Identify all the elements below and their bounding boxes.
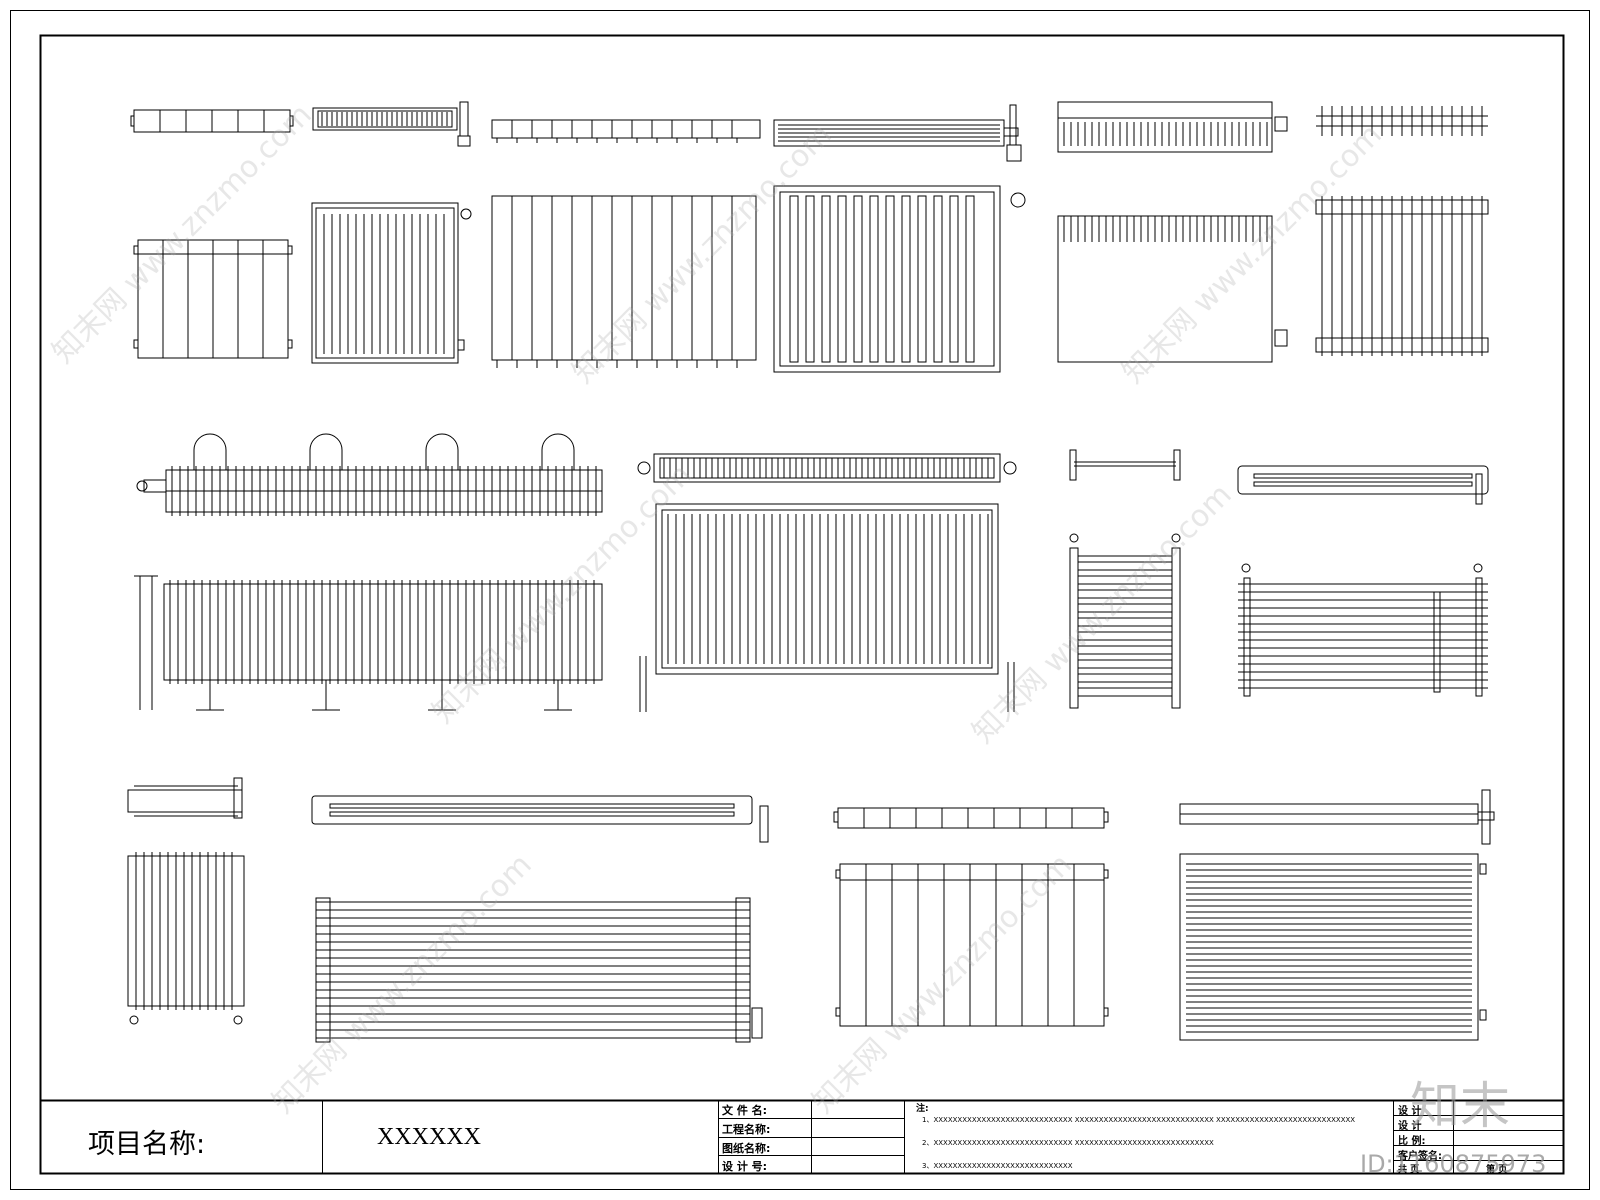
radiator-top-view-2 <box>312 101 471 147</box>
radiator-front-view-3 <box>491 195 757 368</box>
column-radiator-top-view <box>136 433 603 516</box>
designer-label: 设 计 <box>1398 1106 1422 1117</box>
design-number-label: 设 计 号: <box>722 1160 768 1173</box>
radiator-top-view-3 <box>491 119 761 143</box>
radiator-front-view-2 <box>311 202 472 364</box>
radiator-top-view-6 <box>1316 106 1488 136</box>
image-id-text: ID:1160875973 <box>1360 1150 1547 1178</box>
aluminum-radiator-top-view <box>833 807 1109 829</box>
radiator-top-view-1 <box>130 109 294 133</box>
radiator-top-view-5 <box>1057 101 1288 153</box>
horizontal-radiator-front-view <box>1238 563 1488 697</box>
file-name-label: 文 件 名: <box>722 1104 768 1117</box>
inner-border <box>39 34 1565 1175</box>
note-line-1: 1、XXXXXXXXXXXXXXXXXXXXXXXXXXXXX XXXXXXXX… <box>922 1116 1356 1124</box>
page-number-label: 第 页 <box>1486 1165 1508 1175</box>
towel-radiator-top-view <box>1069 449 1181 481</box>
panel-radiator-front-view <box>639 503 1015 712</box>
outer-border <box>10 10 1590 1190</box>
panel-radiator-top-view <box>637 453 1017 483</box>
flat-radiator-front-view <box>1179 853 1487 1041</box>
project-name-label: 项目名称: <box>88 1129 206 1160</box>
brand-logo: 知末 <box>1410 1077 1510 1135</box>
column-radiator-small-front-view <box>127 852 245 1025</box>
radiator-top-view-4 <box>773 104 1022 162</box>
project-title-label: 工程名称: <box>722 1123 771 1136</box>
total-pages-label: 共 页 <box>1398 1165 1420 1175</box>
client-signature-label: 客户签名: <box>1398 1151 1442 1162</box>
radiator-front-view-5 <box>1057 215 1288 363</box>
flat-radiator-top-view <box>1179 789 1495 845</box>
towel-radiator-front-view <box>1069 533 1181 709</box>
design-label: 设 计 <box>1398 1121 1422 1132</box>
scale-label: 比 例: <box>1398 1136 1426 1147</box>
radiator-front-view-6 <box>1315 196 1489 356</box>
note-line-3: 3、XXXXXXXXXXXXXXXXXXXXXXXXXXXXX <box>922 1162 1073 1170</box>
notes-label: 注: <box>916 1104 929 1114</box>
column-radiator-small-top-view <box>127 777 243 819</box>
drawing-name-label: 图纸名称: <box>722 1142 771 1155</box>
title-block-lines <box>40 1099 1564 1174</box>
tube-radiator-front-view <box>315 897 763 1043</box>
horizontal-radiator-top-view <box>1237 465 1489 505</box>
radiator-front-view-4 <box>773 185 1026 373</box>
aluminum-radiator-front-view <box>835 863 1109 1027</box>
column-radiator-front-view <box>134 575 603 711</box>
radiator-front-view-1 <box>133 239 293 359</box>
tube-radiator-top-view <box>311 795 769 843</box>
note-line-2: 2、XXXXXXXXXXXXXXXXXXXXXXXXXXXXX XXXXXXXX… <box>922 1139 1214 1147</box>
project-name-value: XXXXXX <box>377 1124 481 1150</box>
